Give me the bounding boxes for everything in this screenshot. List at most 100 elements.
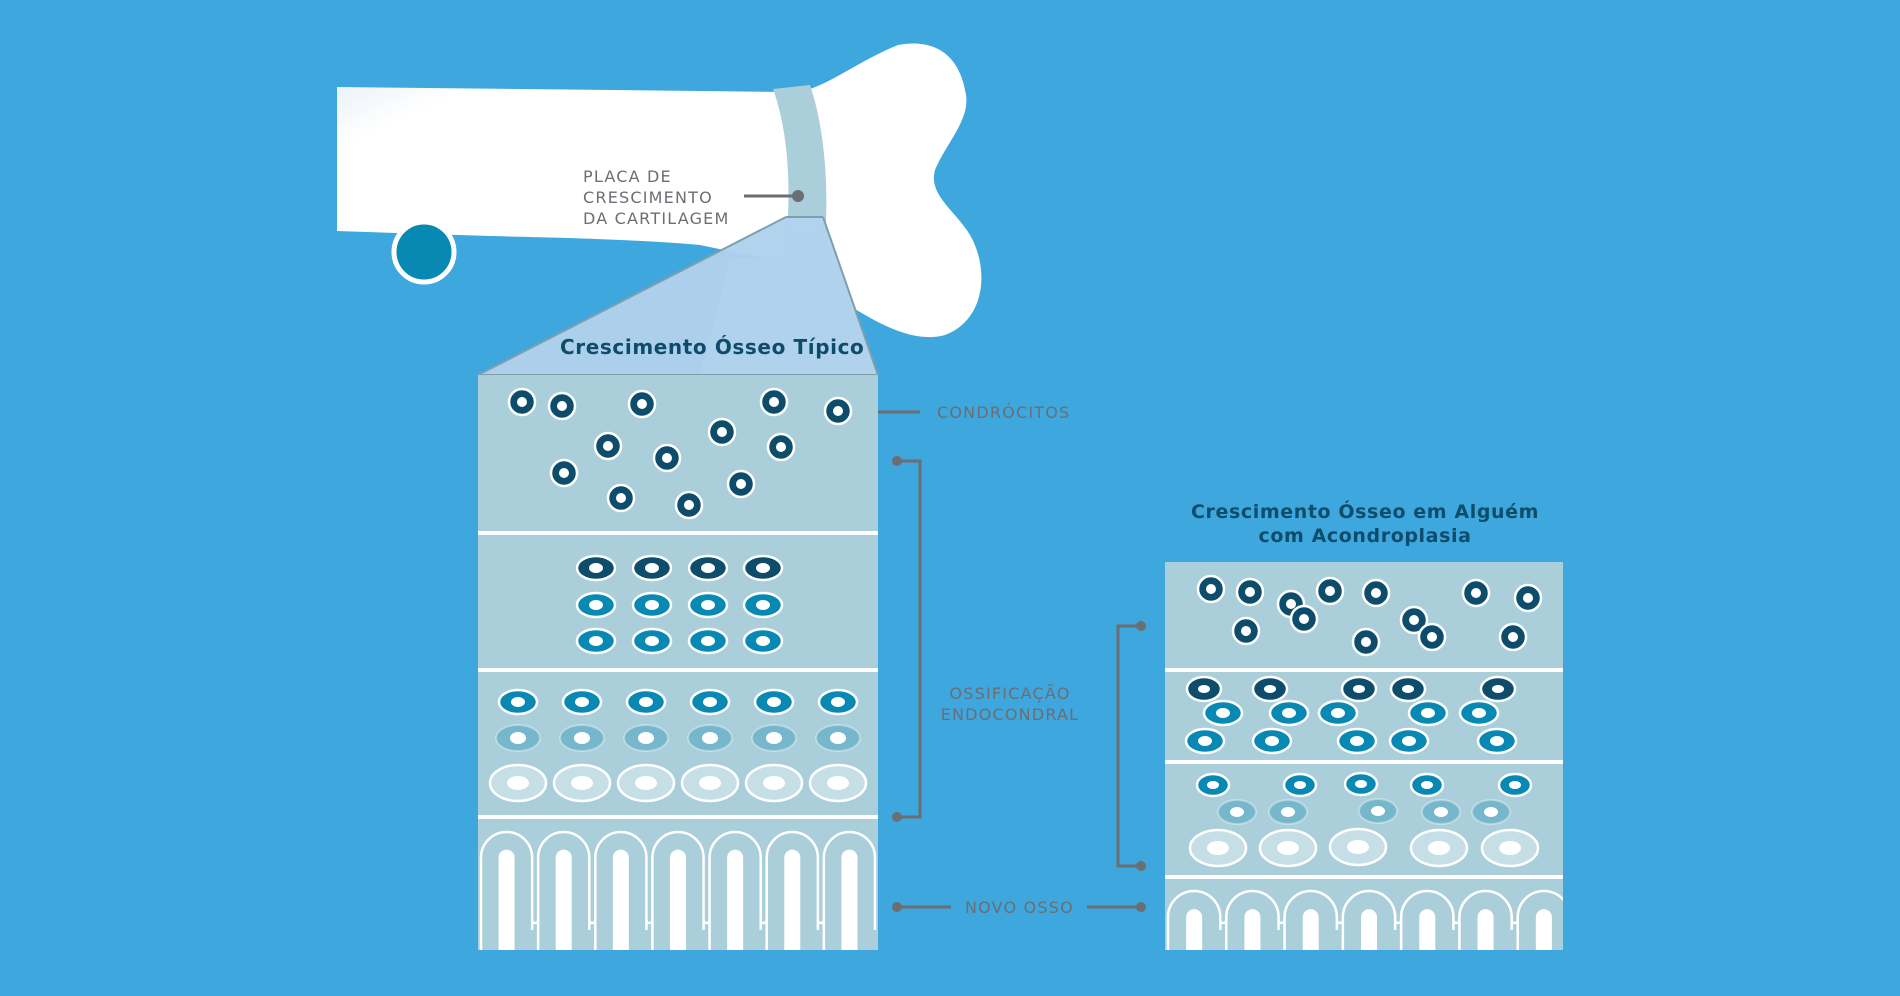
zone-divider: [1165, 668, 1563, 672]
zone-divider: [478, 668, 878, 672]
hypertrophic-cell: [1328, 827, 1388, 867]
hypertrophic-cell: [488, 763, 548, 803]
resting-zone: [507, 387, 853, 520]
proliferative-cell: [1336, 727, 1378, 755]
trabecula-column: [727, 849, 744, 950]
achondroplasia-growth-panel: [1165, 562, 1563, 950]
chondrocyte-cell: [1231, 616, 1261, 646]
hypertrophic-cell: [744, 763, 804, 803]
achondroplasia-panel-title: Crescimento Ósseo em Alguém com Acondrop…: [1165, 500, 1565, 548]
proliferative-cell: [742, 554, 784, 582]
trabecula-arch: [708, 830, 762, 950]
proliferative-cell: [742, 591, 784, 619]
trabecula-column: [1361, 909, 1377, 950]
chondrocyte-cell: [1235, 577, 1265, 607]
growth-plate-label: PLACA DE CRESCIMENTO DA CARTILAGEM: [583, 166, 730, 229]
trabecula-arch: [1399, 889, 1455, 950]
growth-plate-label-line-3: DA CARTILAGEM: [583, 209, 730, 228]
hypertrophic-cell: [1282, 772, 1318, 798]
bone-trabeculae: [479, 830, 877, 950]
marker-dot: [391, 219, 457, 285]
hypertrophic-cell: [561, 688, 603, 716]
trabecula-column: [1477, 909, 1494, 950]
hypertrophic-cell: [1421, 799, 1461, 825]
trabecula-arch: [1225, 890, 1280, 950]
proliferative-cell: [631, 554, 673, 582]
proliferative-cell: [1479, 675, 1517, 703]
ossification-label-line-2: ENDOCONDRAL: [940, 705, 1080, 724]
trabecula-arch: [1516, 889, 1563, 950]
trabecula-arch: [822, 830, 877, 950]
hypertrophic-cell: [815, 724, 861, 752]
hypertrophic-cell: [753, 688, 795, 716]
hypertrophic-cell: [751, 724, 797, 752]
hypertrophic-cell: [559, 724, 605, 752]
zone-divider: [1165, 875, 1563, 879]
proliferative-cell: [1202, 699, 1244, 727]
hypertrophic-cell: [552, 763, 612, 803]
trabecula-arch: [1283, 889, 1339, 950]
proliferative-zone: [575, 554, 784, 655]
proliferative-cell: [1407, 699, 1449, 727]
hypertrophic-cell: [1480, 828, 1540, 868]
proliferative-cell: [631, 591, 673, 619]
hypertrophic-cell: [689, 688, 731, 716]
trabecula-column: [498, 849, 515, 950]
hypertrophic-cell: [1343, 771, 1379, 797]
chondrocyte-cell: [1513, 583, 1543, 613]
panel-background: [1165, 562, 1563, 950]
proliferative-cell: [1317, 699, 1359, 727]
hypertrophic-cell: [1358, 798, 1398, 824]
chondrocyte-cell: [707, 417, 737, 447]
zone-divider: [478, 815, 878, 819]
zone-divider: [478, 531, 878, 535]
chondrocyte-cell: [547, 391, 577, 421]
new-bone-label: NOVO OSSO: [965, 898, 1074, 917]
growth-plate-label-line-2: CRESCIMENTO: [583, 188, 713, 207]
hypertrophic-cell: [687, 724, 733, 752]
trabecula-column: [1244, 909, 1261, 950]
chondrocyte-cell: [627, 389, 657, 419]
chondrocyte-cell: [606, 483, 636, 513]
hypertrophic-cell: [1268, 799, 1308, 825]
chondrocyte-cell: [593, 431, 623, 461]
ossification-label: OSSIFICAÇÃO ENDOCONDRAL: [940, 683, 1080, 725]
hypertrophic-cell: [817, 688, 859, 716]
trabecula-arch: [479, 830, 534, 950]
hypertrophic-cell: [1471, 799, 1511, 825]
trabecula-arch: [651, 830, 705, 950]
proliferative-zone: [1184, 675, 1518, 755]
hypertrophic-cell: [1497, 772, 1533, 798]
proliferative-cell: [687, 554, 729, 582]
proliferative-cell: [1251, 675, 1289, 703]
proliferative-cell: [1476, 727, 1518, 755]
trabecula-column: [1419, 909, 1436, 950]
hypertrophic-cell: [1409, 828, 1469, 868]
chondrocyte-cell: [549, 458, 579, 488]
trabecula-column: [784, 849, 801, 950]
proliferative-cell: [687, 627, 729, 655]
hypertrophic-cell: [680, 763, 740, 803]
hypertrophic-cell: [625, 688, 667, 716]
chondrocyte-cell: [1498, 622, 1528, 652]
hypertrophic-zone: [1188, 771, 1540, 868]
hypertrophic-cell: [808, 763, 868, 803]
chondrocytes-label: CONDRÓCITOS: [937, 403, 1071, 422]
hypertrophic-zone: [488, 688, 868, 803]
hypertrophic-cell: [495, 724, 541, 752]
chondrocyte-cell: [823, 396, 853, 426]
proliferative-cell: [1185, 675, 1223, 703]
chondrocyte-cell: [1417, 622, 1447, 652]
ossification-bracket-right: [1116, 624, 1141, 868]
bone-trabeculae: [1166, 889, 1563, 950]
chondrocyte-cell: [1196, 574, 1226, 604]
achondroplasia-title-line-2: com Acondroplasia: [1258, 525, 1472, 547]
proliferative-cell: [1388, 727, 1430, 755]
trabecula-column: [1535, 909, 1552, 950]
hypertrophic-cell: [616, 763, 676, 803]
chondrocyte-cell: [1461, 578, 1491, 608]
new-bone-zone: [1166, 889, 1563, 950]
chondrocyte-cell: [1361, 578, 1391, 608]
chondrocyte-cell: [1315, 576, 1345, 606]
